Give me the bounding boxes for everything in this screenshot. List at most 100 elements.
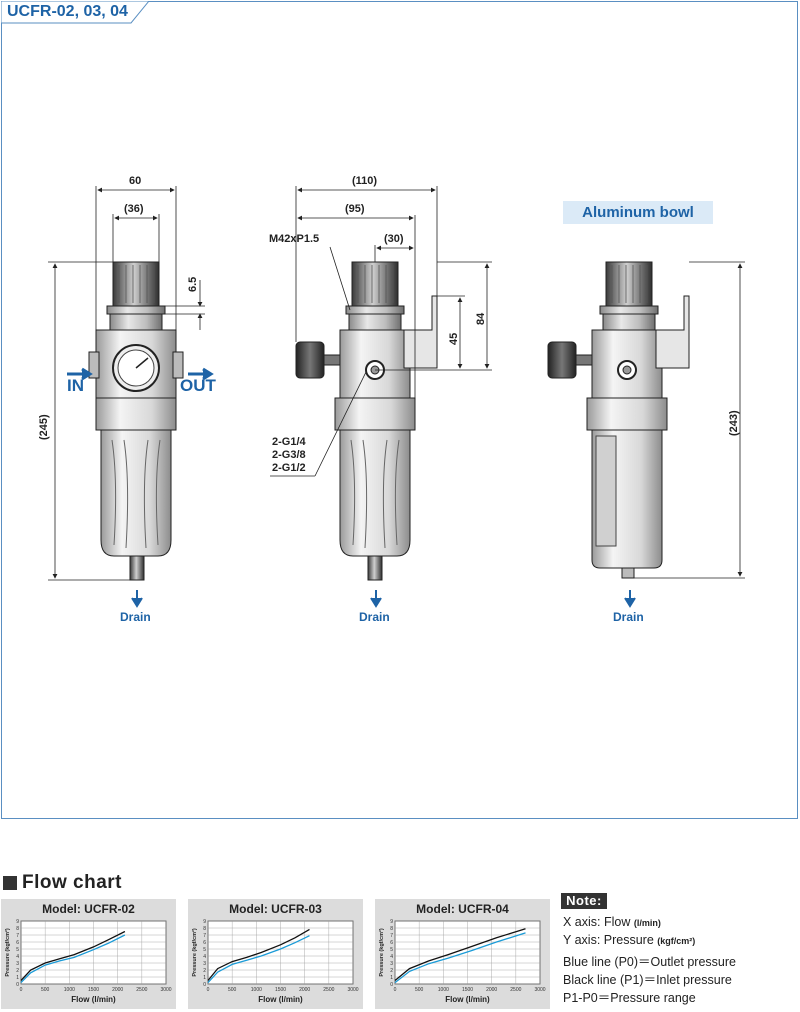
y-tick-label: 2 xyxy=(16,968,19,974)
page-title: UCFR-02, 03, 04 xyxy=(7,3,128,20)
y-tick-label: 9 xyxy=(203,919,206,925)
side-gauge-icon xyxy=(295,341,325,379)
y-axis-label: Pressure (kgf/cm²) xyxy=(191,928,198,976)
y-tick-label: 4 xyxy=(203,954,206,960)
note-badge: Note: xyxy=(561,893,607,909)
dim-side-mid: (95) xyxy=(345,203,365,215)
dim-port-size-2: 2-G3/8 xyxy=(272,449,306,461)
aluminum-bowl-label: Aluminum bowl xyxy=(563,201,713,224)
y-tick-label: 1 xyxy=(203,975,206,981)
dim-side-total: (110) xyxy=(352,175,378,187)
drain-label-front: Drain xyxy=(120,610,151,624)
dim-port-size-3: 2-G1/2 xyxy=(272,462,306,474)
x-tick-label: 3000 xyxy=(160,987,171,993)
y-tick-label: 2 xyxy=(390,968,393,974)
x-tick-label: 3000 xyxy=(534,987,545,993)
dim-port-size-1: 2-G1/4 xyxy=(272,436,306,448)
dim-thread: M42xP1.5 xyxy=(269,233,320,245)
dim-front-height: (245) xyxy=(38,414,50,440)
series-line-p0 xyxy=(207,935,310,984)
in-port-label: IN xyxy=(67,376,84,395)
x-axis-label: Flow (l/min) xyxy=(445,995,490,1004)
dim-bracket-45: 45 xyxy=(448,332,460,345)
title-tab-shape xyxy=(1,1,149,24)
x-tick-label: 500 xyxy=(41,987,50,993)
note-line-x-axis: X axis: Flow (l/min) xyxy=(563,915,661,929)
y-tick-label: 9 xyxy=(16,919,19,925)
y-tick-label: 0 xyxy=(390,982,393,988)
drain-arrow-icon xyxy=(131,590,143,608)
series-line-p0 xyxy=(394,932,526,984)
y-tick-label: 6 xyxy=(390,940,393,946)
chart-title: Model: UCFR-04 xyxy=(416,902,509,916)
y-tick-label: 7 xyxy=(203,933,206,939)
x-tick-label: 1000 xyxy=(438,987,449,993)
front-view xyxy=(88,261,184,581)
x-axis-label: Flow (l/min) xyxy=(71,995,116,1004)
chart-title: Model: UCFR-03 xyxy=(229,902,322,916)
dim-front-width: 60 xyxy=(129,175,142,187)
drain-label-al: Drain xyxy=(613,610,644,624)
y-tick-label: 3 xyxy=(390,961,393,967)
front-dimension-lines xyxy=(48,186,205,581)
note-line-black: Black line (P1)＝Inlet pressure xyxy=(563,973,732,987)
out-port-label: OUT xyxy=(180,376,216,395)
chart-title: Model: UCFR-02 xyxy=(42,902,135,916)
y-tick-label: 8 xyxy=(16,926,19,932)
aluminum-bowl-view xyxy=(547,261,690,579)
x-tick-label: 2500 xyxy=(136,987,147,993)
x-tick-label: 2500 xyxy=(510,987,521,993)
y-tick-label: 0 xyxy=(203,982,206,988)
x-tick-label: 0 xyxy=(207,987,210,993)
x-tick-label: 1000 xyxy=(64,987,75,993)
y-tick-label: 1 xyxy=(390,975,393,981)
x-tick-label: 3000 xyxy=(347,987,358,993)
series-line-p1 xyxy=(394,928,526,982)
x-tick-label: 500 xyxy=(228,987,237,993)
y-tick-label: 7 xyxy=(16,933,19,939)
x-tick-label: 2000 xyxy=(299,987,310,993)
dim-side-short: (30) xyxy=(384,233,404,245)
x-tick-label: 1000 xyxy=(251,987,262,993)
x-tick-label: 2000 xyxy=(112,987,123,993)
x-tick-label: 1500 xyxy=(462,987,473,993)
series-line-p1 xyxy=(207,928,310,981)
dim-bracket-84: 84 xyxy=(475,312,487,325)
y-tick-label: 8 xyxy=(203,926,206,932)
x-tick-label: 1500 xyxy=(88,987,99,993)
dim-front-knob: (36) xyxy=(124,203,144,215)
outlet-arrow-icon xyxy=(188,367,214,381)
side-view xyxy=(295,261,438,581)
series-line-p0 xyxy=(20,934,126,984)
al-drain-arrow-icon xyxy=(624,590,636,608)
y-tick-label: 3 xyxy=(203,961,206,967)
x-axis-label: Flow (l/min) xyxy=(258,995,303,1004)
dim-front-top: 6.5 xyxy=(187,276,199,292)
y-axis-label: Pressure (kgf/cm²) xyxy=(378,928,385,976)
note-line-range: P1-P0＝Pressure range xyxy=(563,991,696,1005)
x-tick-label: 1500 xyxy=(275,987,286,993)
y-tick-label: 5 xyxy=(390,947,393,953)
y-tick-label: 4 xyxy=(390,954,393,960)
dim-al-height: (243) xyxy=(728,410,740,436)
y-tick-label: 0 xyxy=(16,982,19,988)
y-tick-label: 6 xyxy=(16,940,19,946)
al-gauge-icon xyxy=(547,341,577,379)
x-tick-label: 2000 xyxy=(486,987,497,993)
y-tick-label: 2 xyxy=(203,968,206,974)
flow-chart-title: Flow chart xyxy=(22,872,123,893)
y-tick-label: 1 xyxy=(16,975,19,981)
y-tick-label: 4 xyxy=(16,954,19,960)
drain-label-side: Drain xyxy=(359,610,390,624)
technical-drawing xyxy=(48,186,745,608)
note-line-blue: Blue line (P0)＝Outlet pressure xyxy=(563,955,736,969)
title-tab: UCFR-02, 03, 04 xyxy=(1,1,149,25)
inlet-arrow-icon xyxy=(67,367,93,381)
note-line-y-axis: Y axis: Pressure (kgf/cm²) xyxy=(563,933,696,947)
